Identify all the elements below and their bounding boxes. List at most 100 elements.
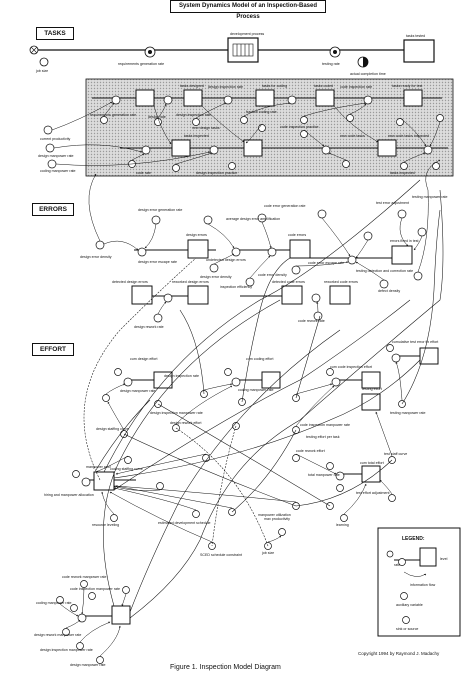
label-detected-code-errors: detected code errors: [272, 280, 305, 284]
section-effort-label: EFFORT: [32, 343, 74, 356]
label-tasks-inspected-2: tasks inspected: [390, 171, 415, 175]
label-requirements-rate: requirements generation rate: [118, 62, 164, 66]
label-coding-manpower-rate-eff: coding manpower rate: [238, 388, 274, 392]
label-avg-design-error-amp: average design error amplification: [226, 217, 280, 221]
label-code-rework-effort: code rework effort: [296, 449, 325, 453]
legend-title: LEGEND:: [402, 536, 425, 542]
label-design-error-escape-rate: design error escape rate: [138, 260, 177, 264]
legend-aux-icon: [400, 592, 408, 600]
label-design-rework-manpower: design rework manpower rate: [34, 633, 81, 637]
label-testing-rate: testing rate: [322, 62, 340, 66]
label-coding-manpower-rate: coding manpower rate: [40, 169, 76, 173]
tasks-inner-connectors: [103, 102, 441, 165]
long-information-flows: [83, 179, 444, 619]
errors-labels: design error generation rate design erro…: [80, 195, 448, 329]
label-code-inspection-rate: code inspection rate: [340, 85, 372, 89]
errors-connectors: [88, 159, 441, 315]
label-reworked-code-errors: reworked code errors: [324, 280, 358, 284]
label-cum-code-inspection-effort: cum code inspection effort: [330, 365, 372, 369]
legend-rate-label: rate: [394, 563, 400, 567]
legend-rate-icon: [398, 558, 406, 566]
label-design-manpower-rate: design manpower rate: [38, 154, 74, 158]
legend-level-icon: [419, 547, 437, 567]
development-process-icon: [232, 43, 254, 57]
label-design-rework-effort: design rework effort: [170, 421, 202, 425]
label-design-manpower-rate-eff: design manpower rate: [120, 389, 156, 393]
label-test-staff-curve: test staff curve: [384, 452, 407, 456]
label-testing-detection-rate: testing detection and correction rate: [356, 269, 413, 273]
label-resource-leveling: resource leveling: [92, 523, 119, 527]
label-tasks-ready-for-test: tasks ready for test: [392, 84, 422, 88]
legend-sink-icon: [386, 550, 394, 558]
label-development-process: development process: [230, 32, 264, 36]
label-cumulative-test-error-fix: cumulative test error fix effort: [392, 340, 438, 344]
label-sced-constraint: SCED schedule constraint: [200, 553, 242, 557]
effort-rates: [77, 353, 401, 623]
label-testing-manpower-rate: testing manpower rate: [412, 195, 448, 199]
label-code-inspection-manpower: code inspection manpower rate: [300, 423, 350, 427]
effort-sources: [70, 344, 394, 612]
legend-aux-label: auxiliary variable: [396, 603, 423, 607]
label-code-error-density: code error density: [258, 273, 287, 277]
label-new-code-tasks-inspected: new code tasks inspected: [388, 134, 429, 138]
errors-levels: [131, 239, 413, 305]
label-design-manpower-rate-2: design manpower rate: [70, 663, 106, 667]
label-cum-total-effort: cum total effort: [360, 461, 384, 465]
figure-caption: Figure 1. Inspection Model Diagram: [170, 664, 281, 671]
label-testing-effort: testing effort: [362, 387, 382, 391]
label-design-inspection-practice: design inspection practice: [196, 171, 237, 175]
label-learning: learning: [336, 523, 349, 527]
label-design-inspection-rate: design inspection rate: [208, 85, 243, 89]
effort-flows: [82, 355, 420, 617]
label-defect-density: defect density: [378, 289, 400, 293]
label-job-size-eff: job size: [261, 551, 274, 555]
label-max-productivity: max productivity: [264, 517, 290, 521]
label-fraction-coding-rate: fraction coding rate: [246, 110, 277, 114]
label-test-effort-adjustment: test effort adjustment: [356, 491, 390, 495]
legend-info-flow-label: information flow: [410, 583, 436, 587]
label-req-generation-rate-inner: requirements generation rate: [90, 113, 136, 117]
effort-levels: [93, 347, 439, 625]
tasks-inner-labels: requirements generation rate tasks desig…: [38, 84, 429, 175]
label-cum-design-effort: cum design effort: [130, 357, 158, 361]
label-code-rework-manpower: code rework manpower rate: [62, 575, 107, 579]
section-errors-label: ERRORS: [32, 203, 74, 216]
label-code-inspection-manpower-2: code inspection manpower rate: [70, 587, 120, 591]
label-design-inspection-manpower: design inspection manpower rate: [150, 411, 203, 415]
legend-sink-source-icon: [402, 616, 410, 624]
label-design-staffing-curve: design staffing curve: [96, 427, 129, 431]
label-code-error-escape-rate: code error escape rate: [308, 261, 344, 265]
label-code-rate: code rate: [136, 171, 151, 175]
label-testing-manpower-rate-eff: testing manpower rate: [390, 411, 426, 415]
label-coding-staffing-curve: coding staffing curve: [110, 467, 143, 471]
label-design-inspection-rate-aux: design inspection rate: [176, 113, 211, 117]
label-testing-effort-per-task: testing effort per task: [306, 435, 340, 439]
section-tasks-label: TASKS: [36, 27, 74, 40]
label-undetected-design-errors: undetected design errors: [206, 258, 246, 262]
label-code-error-gen-rate: code error generation rate: [264, 204, 306, 208]
tasks-left-aux: [43, 125, 57, 169]
copyright-text: Copyright 1994 by Raymond J. Madachy: [358, 651, 440, 656]
development-process-level: [227, 37, 259, 63]
label-tasks-coded: tasks coded: [314, 84, 333, 88]
label-design-errors: design errors: [186, 233, 207, 237]
label-design-error-density-2: design error density: [200, 275, 232, 279]
tasks-source-icon: [29, 45, 39, 55]
label-design-rate: design rate: [148, 115, 166, 119]
label-total-manpower-rate: total manpower rate: [308, 473, 340, 477]
label-design-inspection-rate-eff: design inspection rate: [164, 374, 199, 378]
job-size-aux: [39, 57, 49, 67]
tasks-tested-level: [403, 39, 435, 63]
label-manpower-pool: manpower pool: [86, 465, 111, 469]
label-cum-coding-effort: cum coding effort: [246, 357, 274, 361]
label-tasks-inspected: tasks inspected: [184, 134, 209, 138]
label-inspection-efficiency: inspection efficiency: [220, 285, 252, 289]
label-design-rework-rate: design rework rate: [134, 325, 164, 329]
label-code-errors: code errors: [288, 233, 306, 237]
label-tasks-designed: tasks designed: [180, 84, 204, 88]
label-new-design-tasks: new design tasks: [192, 126, 220, 130]
legend-box: LEGEND: level information flow auxiliary…: [377, 527, 461, 637]
tasks-inner-rates: [111, 95, 433, 155]
